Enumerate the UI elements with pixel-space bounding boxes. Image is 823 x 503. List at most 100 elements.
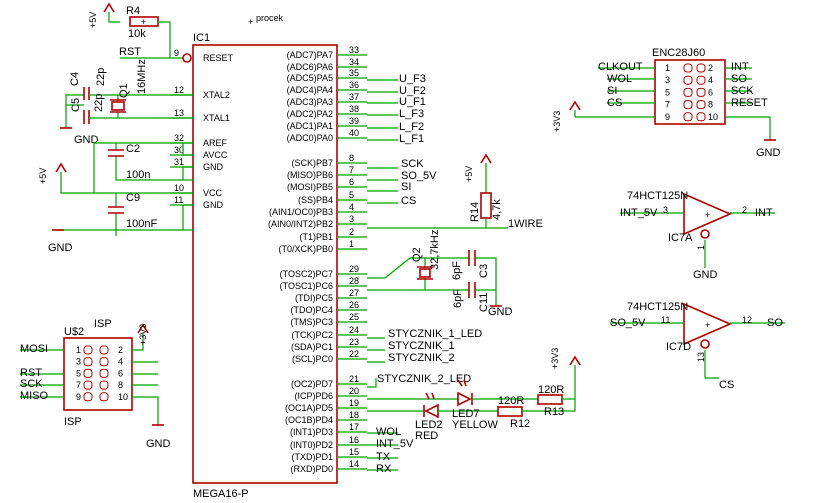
isp-pin-number: 8 (118, 380, 123, 390)
net-l-f3: L_F3 (399, 108, 424, 120)
svg-text:+: + (705, 320, 710, 330)
r12-value: 120R (498, 395, 524, 407)
crystal2-gnd-label: GND (488, 306, 513, 318)
mcu-pin-number: 34 (349, 57, 359, 67)
mcu-pin-name: VCC (203, 188, 223, 198)
net-stycznik-2: STYCZNIK_2 (388, 352, 455, 364)
crystal-q1: GND C4 22p C5 22p Q1 16MHz (60, 59, 193, 146)
mcu-pin-name: (SS)PB4 (298, 195, 333, 205)
pin-pad (683, 112, 693, 122)
mcu-pin-name: (TOSC2)PC7 (280, 269, 333, 279)
net-si: SI (401, 181, 411, 193)
mcu-pin-number: 25 (349, 312, 359, 322)
isp-supply-label: +3V3 (138, 324, 148, 345)
mcu-ic1: IC1 MEGA16-P RESET9XTAL212XTAL113AREF32A… (170, 32, 367, 500)
isp-ref: U$2 (64, 326, 84, 338)
mcu-pin-number: 14 (349, 459, 359, 469)
enc-supply-label: +3V3 (552, 111, 562, 132)
mcu-pin-name: (AIN0/INT2)PB2 (268, 219, 333, 229)
c4-ref: C4 (69, 72, 81, 86)
enc-net-clkout: CLKOUT (598, 61, 643, 73)
mcu-pin-number: 15 (349, 447, 359, 457)
pin-pad (683, 100, 693, 110)
mcu-pin-number: 36 (349, 80, 359, 90)
r12-ref: R12 (510, 418, 530, 430)
pin-pad (683, 75, 693, 85)
mcu-pin-number: 16 (349, 435, 359, 445)
pin-pad (683, 63, 693, 73)
net-tx: TX (376, 451, 391, 463)
mcu-pin-number: 24 (349, 325, 359, 335)
ic7d-en-net: CS (719, 379, 734, 391)
svg-text:+: + (141, 17, 146, 27)
ic7d-out-pin: 12 (742, 315, 752, 325)
enc-net-wol: WOL (607, 73, 632, 85)
r14-ref: R14 (469, 202, 481, 222)
mcu-pin-name: AVCC (203, 150, 228, 160)
ic7a-en-pin: 1 (696, 245, 706, 250)
c9-value: 100nF (126, 218, 157, 230)
buffer-ic7a: + 74HCT125N INT_5V 3 INT 2 1 IC7A GND (620, 190, 775, 281)
mcu-pin-name: (OC1A)PD5 (285, 403, 333, 413)
ic7a-out-pin: 2 (742, 205, 747, 215)
r4-supply-label: +5V (88, 12, 98, 28)
led-supply-label: +3V3 (550, 348, 560, 369)
mcu-pin-number: 3 (349, 214, 354, 224)
r13-value: 120R (538, 384, 564, 396)
mcu-pin-name: XTAL1 (203, 113, 230, 123)
enc-pin-number: 8 (708, 100, 713, 110)
isp-pin-number: 2 (118, 345, 123, 355)
mcu-pin-name: (ADC1)PA1 (287, 121, 333, 131)
pin-pad (696, 63, 706, 73)
mcu-pin-number: 12 (174, 85, 184, 95)
crystal-q2: GND Q2 32,7kHz 6pF C3 6pF C11 (367, 230, 513, 318)
ic7a-in-pin: 3 (663, 205, 668, 215)
mcu-pin-name: (ICP)PD6 (294, 391, 333, 401)
reset-circuit: +5V + R4 10k RST (88, 2, 192, 63)
isp-pin-number: 9 (76, 392, 81, 402)
pin-pad (83, 368, 93, 378)
q2-ref: Q2 (411, 247, 423, 262)
isp-pin-number: 6 (118, 368, 123, 378)
mcu-pin-number: 4 (349, 202, 354, 212)
mcu-pin-number: 39 (349, 116, 359, 126)
isp-pin-number: 5 (76, 368, 81, 378)
mcu-pin-name: (INT0)PD2 (290, 440, 333, 450)
enc-pin-number: 10 (708, 112, 718, 122)
enc-net-cs: CS (607, 97, 622, 109)
isp-name-bottom: ISP (64, 416, 82, 428)
crystal-gnd-label: GND (74, 134, 99, 146)
ic7a-ref: IC7A (668, 232, 693, 244)
isp-net-miso: MISO (20, 390, 49, 402)
net-u-f2: U_F2 (399, 85, 426, 97)
led7-value: YELLOW (452, 419, 498, 431)
led2-value: RED (415, 430, 438, 442)
mcu-pin-number: 29 (349, 264, 359, 274)
ic7a-type: 74HCT125N (627, 190, 688, 202)
c3-value: 6pF (451, 261, 463, 280)
enc-pin-number: 5 (665, 87, 670, 97)
isp-pin-number: 3 (76, 357, 81, 367)
isp-pin-number: 1 (76, 345, 81, 355)
mcu-pin-name: (TXD)PD1 (291, 452, 333, 462)
net-stycznik-2-led: STYCZNIK_2_LED (377, 373, 471, 385)
buffer-ic7d: + 74HCT125N SO_5V 11 SO 12 13 IC7D CS (610, 301, 785, 391)
c2-ref: C2 (126, 143, 140, 155)
enc-pin-number: 7 (665, 100, 670, 110)
r14-supply-label: +5V (464, 166, 474, 182)
mcu-pin-name: XTAL2 (203, 90, 230, 100)
mcu-pin-name: (ADC2)PA2 (287, 109, 333, 119)
enc-pin-number: 1 (665, 63, 670, 73)
isp-name-top: ISP (94, 318, 112, 330)
mcu-pin-name: (INT1)PD3 (290, 427, 333, 437)
enc-pin-number: 9 (665, 112, 670, 122)
mcu-pin-name: (MOSI)PB5 (287, 182, 333, 192)
pin-pad (83, 380, 93, 390)
mcu-pin-number: 19 (349, 398, 359, 408)
mcu-pin-number: 38 (349, 104, 359, 114)
net-stycznik-1: STYCZNIK_1 (388, 340, 455, 352)
net-int-5v: INT_5V (376, 438, 414, 450)
net-rx: RX (376, 463, 392, 475)
mcu-pin-number: 32 (174, 133, 184, 143)
